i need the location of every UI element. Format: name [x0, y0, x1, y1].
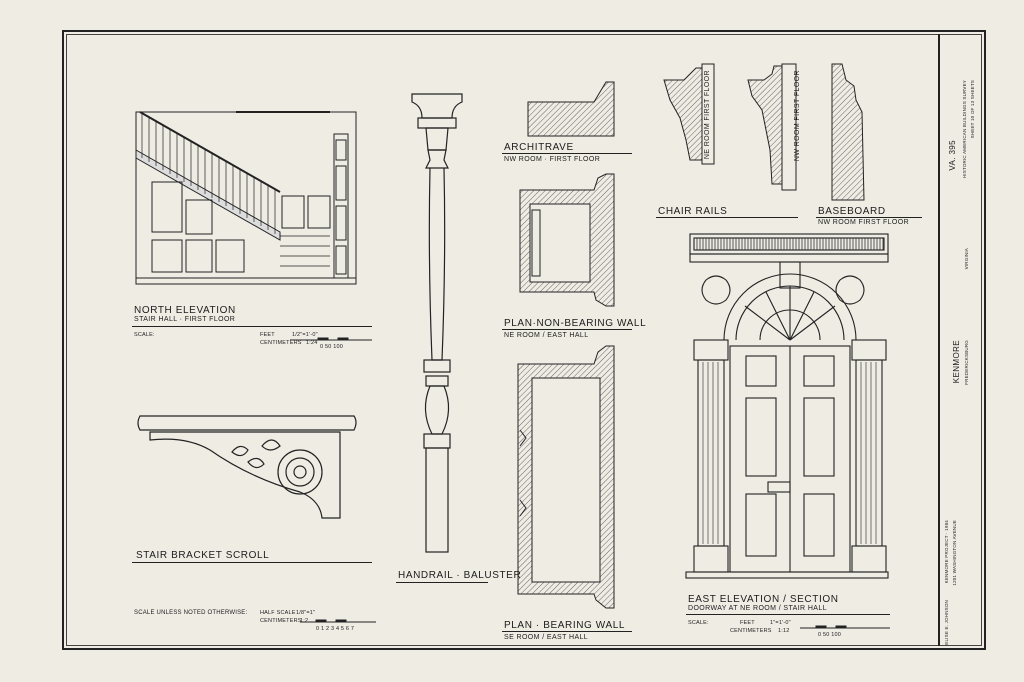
sheet-inner-border [66, 34, 982, 646]
baseboard-rule [816, 217, 922, 218]
plan-bearing-subtitle: SE ROOM / EAST HALL [504, 634, 589, 641]
general-scale-bar [300, 619, 376, 623]
title-block-city: FREDERICKSBURG [964, 340, 969, 385]
chair-rails-drawing [663, 63, 797, 191]
title-block-survey: HISTORIC AMERICAN BUILDINGS SURVEY [962, 80, 967, 179]
east-scale-label: SCALE: [688, 620, 709, 626]
north-elevation-rule [132, 326, 372, 327]
east-scale-feet: FEET [740, 620, 755, 626]
north-scale-label: SCALE: [134, 332, 155, 338]
title-block-sheet: SHEET 10 OF 13 SHEETS [970, 80, 975, 139]
plan-bearing-drawing [517, 345, 615, 609]
north-scale-marks: 0 50 100 [320, 344, 344, 350]
east-elevation-title: EAST ELEVATION / SECTION [688, 594, 839, 605]
north-scale-feet: FEET [260, 332, 275, 338]
north-scale-ratio-cm: 1:24 [306, 340, 318, 346]
east-elevation-rule [686, 614, 890, 615]
architrave-subtitle: NW ROOM · FIRST FLOOR [504, 156, 601, 163]
plan-non-bearing-drawing [519, 173, 615, 307]
plan-non-bearing-subtitle: NE ROOM / EAST HALL [504, 332, 589, 339]
title-block-delineator: ELISE E. JOHNSON [944, 600, 949, 645]
stair-bracket-drawing [137, 415, 357, 519]
title-block [938, 34, 982, 646]
title-block-project: KENMORE PROJECT · 1984 [944, 520, 949, 584]
architrave-title: ARCHITRAVE [504, 142, 574, 153]
north-scale-ratio-ft: 1/2"=1'-0" [292, 332, 318, 338]
north-scale-cm: CENTIMETERS [260, 340, 302, 346]
general-scale-label: SCALE UNLESS NOTED OTHERWISE: [134, 610, 248, 616]
east-scale-ratio-ft: 1"=1'-0" [770, 620, 791, 626]
east-scale-cm: CENTIMETERS [730, 628, 772, 634]
east-scale-bar [800, 625, 890, 629]
general-scale-half: HALF SCALE [260, 610, 296, 616]
architrave-drawing [527, 81, 615, 137]
north-elevation-title: NORTH ELEVATION [134, 305, 236, 316]
title-block-address: 1201 WASHINGTON AVENUE [952, 520, 957, 586]
title-block-survey-no: VA. 395 [948, 140, 957, 171]
chair-rails-rule [656, 217, 798, 218]
plan-non-bearing-rule [502, 329, 632, 330]
plan-bearing-rule [502, 631, 632, 632]
plan-non-bearing-title: PLAN·NON-BEARING WALL [504, 318, 647, 329]
stair-bracket-rule [132, 562, 372, 563]
baseboard-subtitle: NW ROOM FIRST FLOOR [818, 219, 910, 226]
east-scale-marks: 0 50 100 [818, 632, 842, 638]
general-scale-ratio-ft: 1/8"=1" [296, 610, 316, 616]
chair-rail-ne-label: NE ROOM FIRST FLOOR [704, 70, 711, 160]
chair-rail-nw-label: NW ROOM FIRST FLOOR [794, 70, 801, 162]
chair-rails-title: CHAIR RAILS [658, 206, 728, 217]
north-elevation-subtitle: STAIR HALL · FIRST FLOOR [134, 316, 236, 323]
baluster-drawing [411, 93, 463, 553]
baseboard-title: BASEBOARD [818, 206, 886, 217]
general-scale-marks: 0 1 2 3 4 5 6 7 [316, 626, 355, 632]
architrave-rule [502, 153, 632, 154]
baluster-rule [396, 582, 488, 583]
east-scale-ratio-cm: 1:12 [778, 628, 790, 634]
sheet-border [62, 30, 986, 650]
plan-bearing-title: PLAN · BEARING WALL [504, 620, 626, 631]
baseboard-drawing [831, 63, 865, 201]
general-scale-ratio-cm: 1:2 [300, 618, 309, 624]
title-block-name: KENMORE [952, 340, 961, 384]
title-block-state: VIRGINIA [964, 248, 969, 270]
general-scale-cm: CENTIMETERS [260, 618, 302, 624]
north-scale-bar [290, 337, 372, 341]
east-elevation-subtitle: DOORWAY AT NE ROOM / STAIR HALL [688, 605, 827, 612]
east-elevation-drawing [685, 233, 889, 579]
north-elevation-drawing [135, 111, 357, 285]
stair-bracket-title: STAIR BRACKET SCROLL [136, 550, 270, 561]
baluster-title: HANDRAIL · BALUSTER [398, 570, 522, 581]
